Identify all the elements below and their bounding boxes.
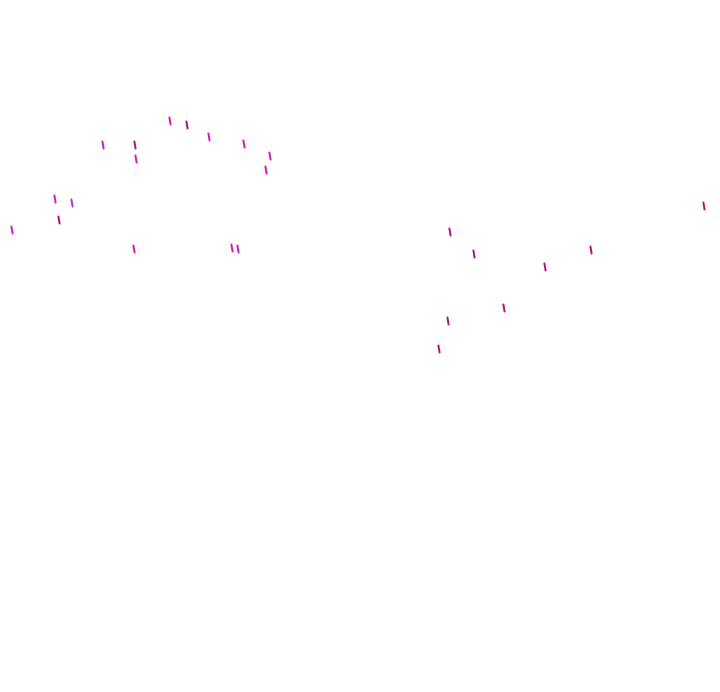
mark-9	[264, 165, 268, 175]
mark-6	[133, 140, 137, 150]
mark-16	[236, 244, 240, 254]
mark-14	[132, 244, 136, 254]
mark-18	[472, 249, 476, 259]
mark-24	[437, 344, 441, 354]
mark-17	[448, 227, 452, 237]
mark-1	[168, 116, 172, 126]
mark-8	[268, 151, 272, 161]
mark-23	[446, 316, 450, 326]
mark-12	[57, 215, 61, 225]
mark-13	[10, 225, 14, 235]
mark-5	[101, 140, 105, 150]
mark-4	[242, 139, 246, 149]
mark-10	[53, 194, 57, 204]
mark-3	[207, 132, 211, 142]
mark-15	[230, 243, 234, 253]
mark-20	[589, 245, 593, 255]
mark-19	[543, 262, 547, 272]
mark-7	[134, 154, 138, 164]
mark-11	[70, 198, 74, 208]
mark-2	[185, 120, 189, 130]
mark-21	[702, 201, 706, 211]
mark-22	[502, 303, 506, 313]
